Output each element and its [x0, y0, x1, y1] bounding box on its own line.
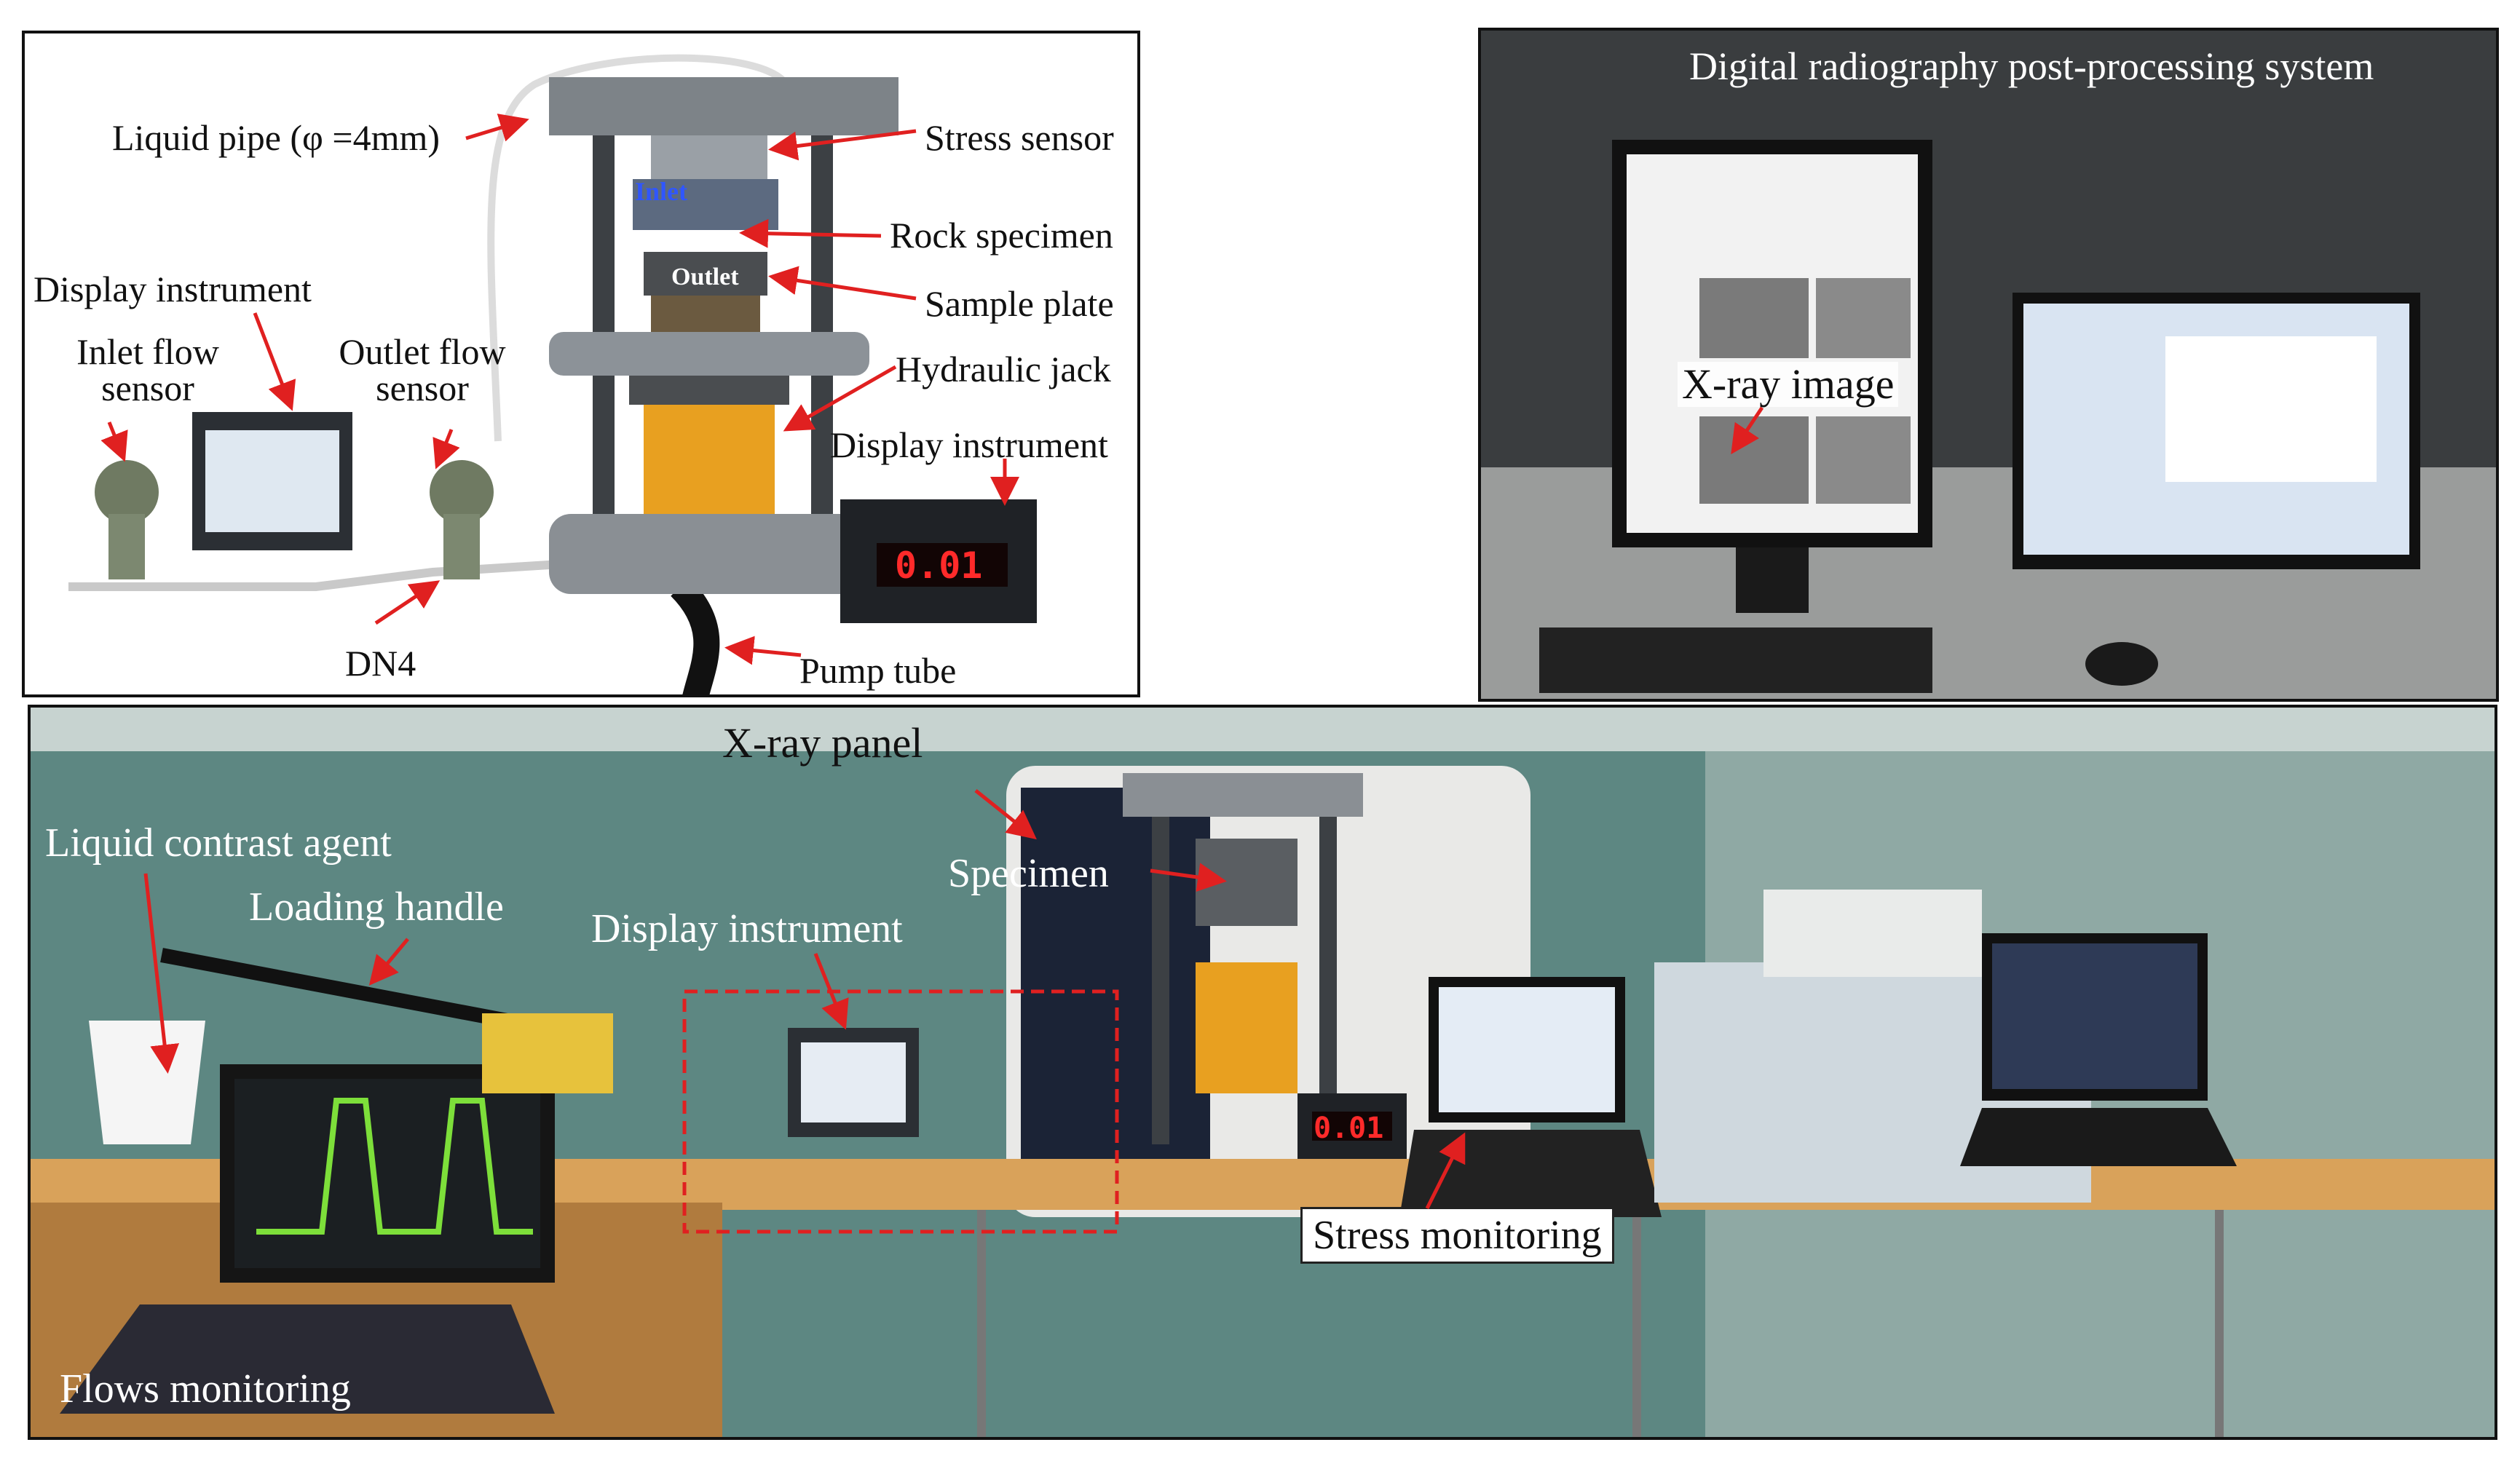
label-outlet-flow-sensor: Outlet flow sensor: [339, 331, 506, 408]
label-sample-plate: Sample plate: [925, 283, 1114, 324]
radiography-system-panel: Digital radiography post-processing syst…: [1478, 28, 2499, 702]
stress-meter-readout: 0.01: [895, 545, 983, 587]
laboratory-overview-panel: 0.01 X-ray panel Specimen Liquid contras…: [28, 705, 2497, 1440]
label-display-instrument-bottom: Display instrument: [591, 906, 903, 951]
label-liquid-pipe: Liquid pipe (φ =4mm): [112, 117, 441, 158]
label-dn4: DN4: [345, 643, 416, 684]
label-display-instrument-right: Display instrument: [830, 424, 1108, 465]
label-xray-panel: X-ray panel: [722, 719, 923, 767]
label-rock-specimen: Rock specimen: [890, 215, 1113, 256]
radiography-illustration: [1481, 31, 2496, 699]
outlet-tag: Outlet: [671, 264, 739, 290]
label-specimen: Specimen: [948, 851, 1109, 896]
label-pump-tube: Pump tube: [799, 650, 957, 691]
laboratory-illustration: [31, 708, 2495, 1437]
label-xray-image: X-ray image: [1678, 362, 1899, 407]
label-display-instrument-top: Display instrument: [33, 269, 312, 309]
apparatus-illustration: [68, 54, 1037, 694]
label-inlet-flow-sensor: Inlet flow sensor: [76, 331, 219, 408]
label-loading-handle: Loading handle: [249, 884, 504, 930]
label-hydraulic-jack: Hydraulic jack: [896, 349, 1111, 389]
stress-meter-readout-bottom: 0.01: [1314, 1112, 1384, 1145]
apparatus-photo-panel: Inlet Outlet 0.01 Liquid pipe (φ =4mm) S…: [22, 31, 1140, 697]
label-stress-monitoring: Stress monitoring: [1300, 1207, 1614, 1264]
inlet-tag: Inlet: [635, 177, 687, 206]
label-flows-monitoring: Flows monitoring: [60, 1366, 351, 1411]
label-stress-sensor: Stress sensor: [925, 117, 1114, 158]
label-radiography-system: Digital radiography post-processing syst…: [1689, 44, 2374, 88]
label-liquid-contrast-agent: Liquid contrast agent: [45, 820, 392, 866]
